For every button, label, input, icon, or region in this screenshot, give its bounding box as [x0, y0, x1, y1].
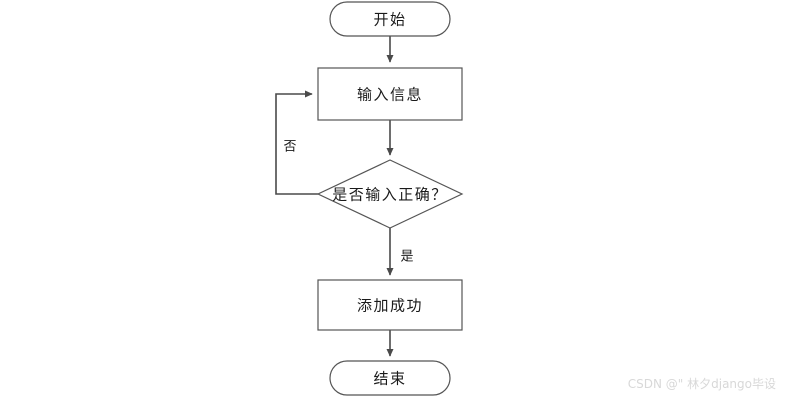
process-shape	[317, 279, 463, 331]
node-end[interactable]: 结束	[329, 360, 451, 396]
node-end-label: 结束	[373, 370, 406, 388]
node-success-label: 添加成功	[357, 297, 423, 315]
decision-shape	[316, 159, 464, 229]
edge-decision-to-input-loop: 否	[275, 90, 318, 195]
connector-path	[275, 90, 318, 195]
node-start-label: 开始	[373, 11, 406, 29]
csdn-watermark: CSDN @" 林夕django毕设	[627, 377, 776, 391]
node-input[interactable]: 输入信息	[317, 67, 463, 121]
edge-label-no: 否	[283, 140, 296, 155]
edge-label-yes: 是	[400, 250, 413, 265]
node-success[interactable]: 添加成功	[317, 279, 463, 331]
process-shape	[317, 67, 463, 121]
node-input-label: 输入信息	[357, 86, 423, 104]
terminator-shape	[329, 360, 451, 396]
node-decision-label: 是否输入正确？	[332, 186, 448, 204]
node-decision[interactable]: 是否输入正确？	[316, 159, 464, 229]
terminator-shape	[329, 1, 451, 37]
node-start[interactable]: 开始	[329, 1, 451, 37]
edge-decision-to-success: 是	[386, 228, 414, 276]
